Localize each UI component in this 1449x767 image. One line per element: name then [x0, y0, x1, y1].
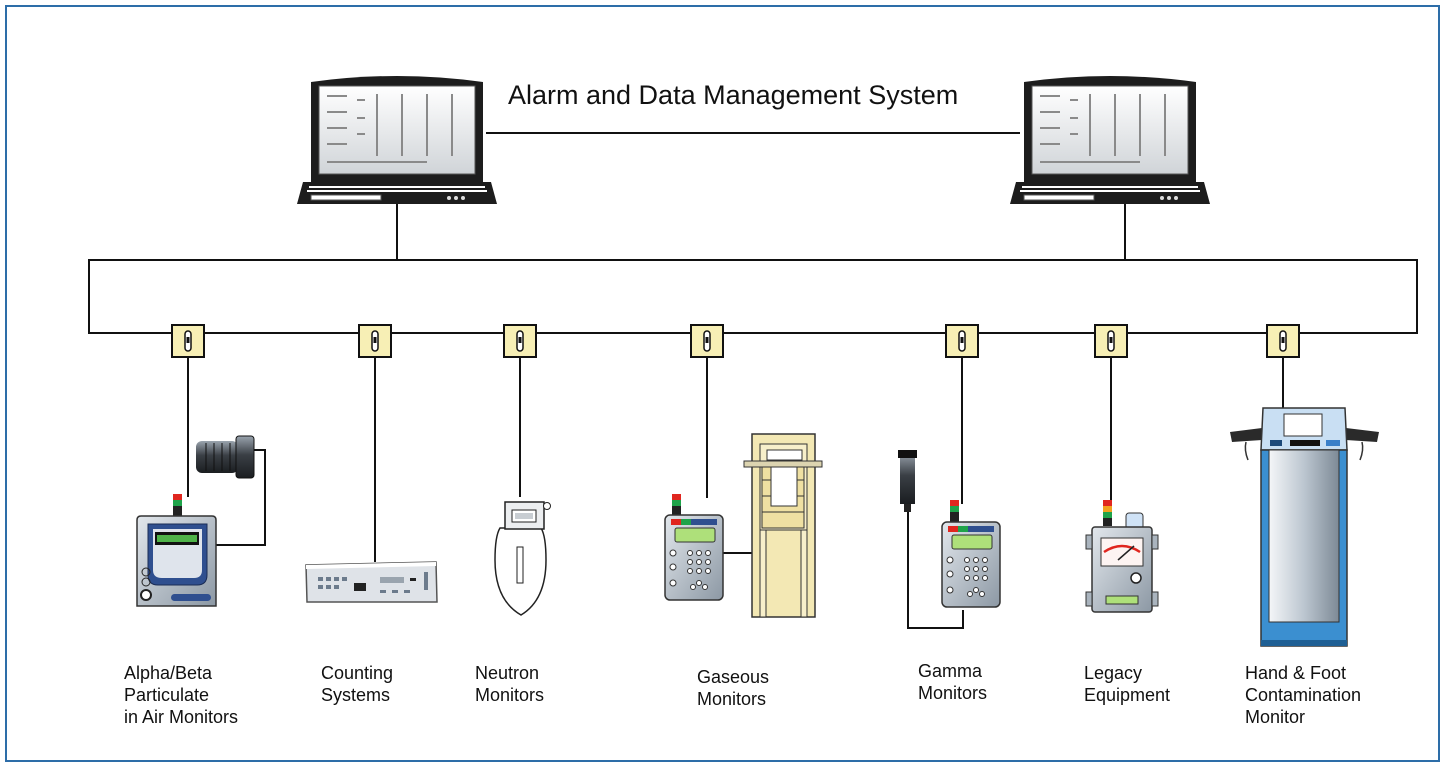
label-line: Systems	[321, 685, 391, 705]
label-line: Hand & Foot	[1245, 663, 1347, 683]
system-title: Alarm and Data Management System	[508, 80, 959, 110]
network-bus	[88, 259, 1418, 334]
pump-cable	[210, 449, 266, 546]
alarm-beacon-icon	[672, 494, 681, 516]
gamma-probe-cable	[907, 512, 964, 629]
label-line: Neutron	[475, 663, 540, 683]
alarm-beacon-icon	[950, 500, 959, 522]
laptop-icon	[297, 76, 497, 204]
label-line: Contamination	[1245, 685, 1362, 705]
counting-rack-icon	[305, 561, 438, 603]
diagram-frame	[5, 5, 1440, 762]
alarm-beacon-icon	[1103, 500, 1112, 526]
label-line: Gaseous	[697, 667, 770, 687]
label-line: Monitors	[697, 689, 767, 709]
network-tap-icon	[171, 324, 1300, 358]
gamma-probe-icon	[898, 450, 917, 512]
network-wiring	[88, 132, 1418, 629]
label-line: Monitors	[475, 685, 545, 705]
hand-foot-monitor-icon	[1230, 407, 1379, 647]
gas-chamber-icon	[743, 433, 823, 618]
air-monitor-icon	[136, 435, 255, 607]
label-line: Counting	[321, 663, 394, 683]
label-line: Equipment	[1084, 685, 1171, 705]
label-gamma-monitors: Gamma Monitors	[918, 660, 987, 704]
laptop-icon	[1010, 76, 1210, 204]
label-line: Gamma	[918, 661, 983, 681]
label-hand-foot-monitor: Hand & Foot Contamination Monitor	[1245, 662, 1361, 728]
label-gaseous-monitors: Gaseous Monitors	[697, 666, 769, 710]
label-legacy-equipment: Legacy Equipment	[1084, 662, 1170, 706]
label-counting-systems: Counting Systems	[321, 662, 393, 706]
label-line: Monitor	[1245, 707, 1306, 727]
gamma-monitor-icon	[898, 450, 1001, 608]
label-line: Particulate	[124, 685, 210, 705]
label-neutron-monitors: Neutron Monitors	[475, 662, 544, 706]
gas-monitor-icon	[664, 433, 823, 618]
alarm-beacon-icon	[173, 494, 182, 516]
neutron-detector-icon	[494, 501, 551, 616]
label-line: in Air Monitors	[124, 707, 239, 727]
label-line: Alpha/Beta	[124, 663, 213, 683]
air-pump-icon	[196, 435, 255, 479]
label-alpha-beta: Alpha/Beta Particulate in Air Monitors	[124, 662, 238, 728]
legacy-meter-icon	[1085, 500, 1159, 613]
label-line: Legacy	[1084, 663, 1143, 683]
label-line: Monitors	[918, 683, 988, 703]
